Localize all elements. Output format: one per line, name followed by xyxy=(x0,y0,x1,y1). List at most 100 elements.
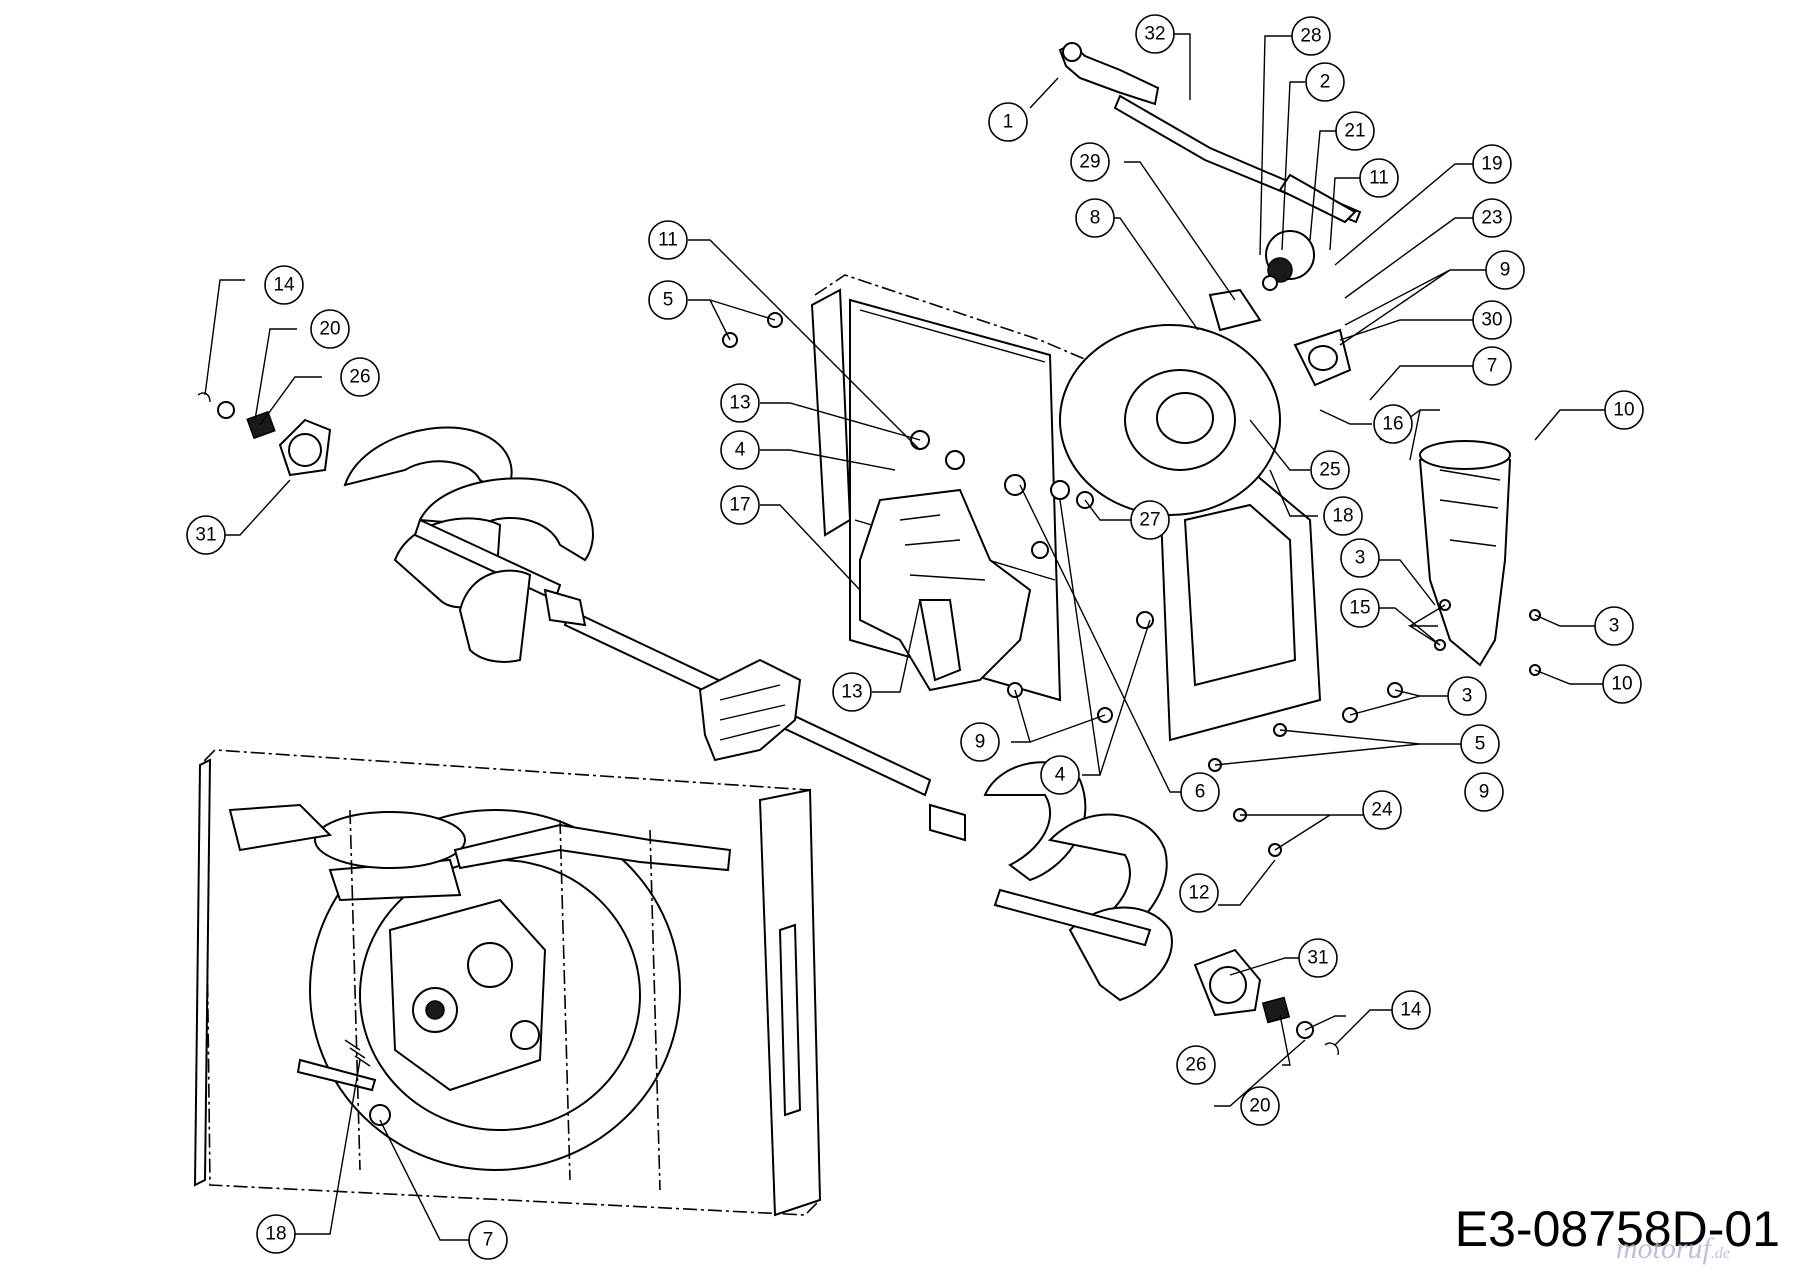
left-bearing-flange xyxy=(197,392,332,477)
callout-17: 17 xyxy=(720,485,760,525)
callout-10-bottom: 10 xyxy=(1602,664,1642,704)
callout-26-right: 26 xyxy=(1176,1045,1216,1085)
svg-text:23: 23 xyxy=(1481,208,1502,229)
callout-29: 29 xyxy=(1070,142,1110,182)
svg-text:10: 10 xyxy=(1613,400,1634,421)
callout-9-center: 9 xyxy=(960,722,1000,762)
callout-3-a: 3 xyxy=(1340,538,1380,578)
svg-text:12: 12 xyxy=(1188,883,1209,904)
svg-text:31: 31 xyxy=(195,525,216,546)
svg-text:5: 5 xyxy=(1475,734,1486,755)
svg-text:18: 18 xyxy=(265,1224,286,1245)
callout-31-left: 31 xyxy=(186,515,226,555)
callout-9-top: 9 xyxy=(1485,250,1525,290)
svg-text:10: 10 xyxy=(1611,674,1632,695)
svg-text:14: 14 xyxy=(273,275,295,296)
svg-text:9: 9 xyxy=(1479,782,1490,803)
watermark-logo: motoruf.de xyxy=(1616,1232,1730,1266)
callout-5-left: 5 xyxy=(648,280,688,320)
watermark-text: motoruf xyxy=(1615,1232,1711,1265)
callout-balloons: 1 32 28 2 21 11 19 23 9 30 7 16 10 29 8 … xyxy=(186,14,1644,1260)
callout-21: 21 xyxy=(1335,111,1375,151)
callout-26-left: 26 xyxy=(340,357,380,397)
svg-text:4: 4 xyxy=(1055,765,1066,786)
callout-3-b: 3 xyxy=(1447,676,1487,716)
callout-18-bottom: 18 xyxy=(256,1214,296,1254)
svg-text:1: 1 xyxy=(1003,112,1014,133)
svg-text:25: 25 xyxy=(1319,460,1340,481)
svg-text:26: 26 xyxy=(349,367,370,388)
assembled-unit-view xyxy=(193,749,822,1217)
callout-5-right: 5 xyxy=(1460,724,1500,764)
callout-10-top: 10 xyxy=(1604,390,1644,430)
svg-text:3: 3 xyxy=(1609,616,1620,637)
callout-16: 16 xyxy=(1373,404,1413,444)
svg-text:29: 29 xyxy=(1079,152,1100,173)
svg-text:5: 5 xyxy=(663,290,674,311)
callout-9-right: 9 xyxy=(1464,772,1504,812)
callout-14-left: 14 xyxy=(264,265,304,305)
callout-28: 28 xyxy=(1291,16,1331,56)
callout-6: 6 xyxy=(1180,772,1220,812)
callout-14-right: 14 xyxy=(1391,990,1431,1030)
svg-text:3: 3 xyxy=(1355,548,1366,569)
impeller xyxy=(859,488,1032,692)
svg-text:15: 15 xyxy=(1349,598,1370,619)
svg-text:11: 11 xyxy=(658,230,678,251)
callout-23: 23 xyxy=(1472,198,1512,238)
callout-18-right: 18 xyxy=(1323,496,1363,536)
callout-7-top: 7 xyxy=(1472,346,1512,386)
svg-text:20: 20 xyxy=(319,319,340,340)
svg-text:11: 11 xyxy=(1369,168,1389,189)
svg-text:32: 32 xyxy=(1144,24,1165,45)
svg-text:3: 3 xyxy=(1462,686,1473,707)
svg-text:13: 13 xyxy=(729,393,750,414)
auger-gearbox xyxy=(698,658,802,762)
chute-bearing-plates xyxy=(1208,230,1352,387)
svg-text:9: 9 xyxy=(1500,260,1511,281)
callout-7-bottom: 7 xyxy=(468,1220,508,1260)
svg-text:19: 19 xyxy=(1481,154,1502,175)
svg-text:18: 18 xyxy=(1332,506,1353,527)
chute-crank-shaft xyxy=(1058,42,1362,224)
callout-11-left: 11 xyxy=(648,220,688,260)
callout-3-c: 3 xyxy=(1594,606,1634,646)
callout-1: 1 xyxy=(988,102,1028,142)
watermark-suffix: .de xyxy=(1710,1245,1730,1262)
svg-text:8: 8 xyxy=(1090,208,1101,229)
drawing-code: E3-08758D-01 xyxy=(1454,1201,1780,1257)
callout-30: 30 xyxy=(1472,300,1512,340)
callout-31-right: 31 xyxy=(1298,938,1338,978)
svg-text:2: 2 xyxy=(1320,72,1331,93)
svg-text:20: 20 xyxy=(1249,1096,1270,1117)
svg-text:24: 24 xyxy=(1371,800,1393,821)
callout-32: 32 xyxy=(1135,14,1175,54)
svg-text:31: 31 xyxy=(1307,948,1328,969)
svg-text:30: 30 xyxy=(1481,310,1502,331)
left-auger xyxy=(343,426,594,663)
svg-text:17: 17 xyxy=(729,495,750,516)
svg-text:28: 28 xyxy=(1300,26,1321,47)
svg-text:21: 21 xyxy=(1344,121,1365,142)
callout-12: 12 xyxy=(1179,873,1219,913)
callout-20-right: 20 xyxy=(1240,1086,1280,1126)
leader-lines xyxy=(204,33,1605,1241)
svg-text:13: 13 xyxy=(841,682,862,703)
callout-8: 8 xyxy=(1075,198,1115,238)
svg-text:9: 9 xyxy=(975,732,986,753)
callout-15: 15 xyxy=(1340,588,1380,628)
svg-text:26: 26 xyxy=(1185,1055,1206,1076)
svg-text:16: 16 xyxy=(1382,414,1403,435)
callout-20-left: 20 xyxy=(310,309,350,349)
svg-text:6: 6 xyxy=(1195,782,1206,803)
right-bearing-flange xyxy=(1193,948,1339,1056)
callout-11-top: 11 xyxy=(1359,158,1399,198)
svg-text:14: 14 xyxy=(1400,1000,1422,1021)
callout-27: 27 xyxy=(1130,500,1170,540)
svg-text:27: 27 xyxy=(1139,510,1160,531)
callout-4-upper: 4 xyxy=(720,430,760,470)
callout-13-upper: 13 xyxy=(720,383,760,423)
callout-25: 25 xyxy=(1310,450,1350,490)
right-auger xyxy=(983,761,1173,1002)
